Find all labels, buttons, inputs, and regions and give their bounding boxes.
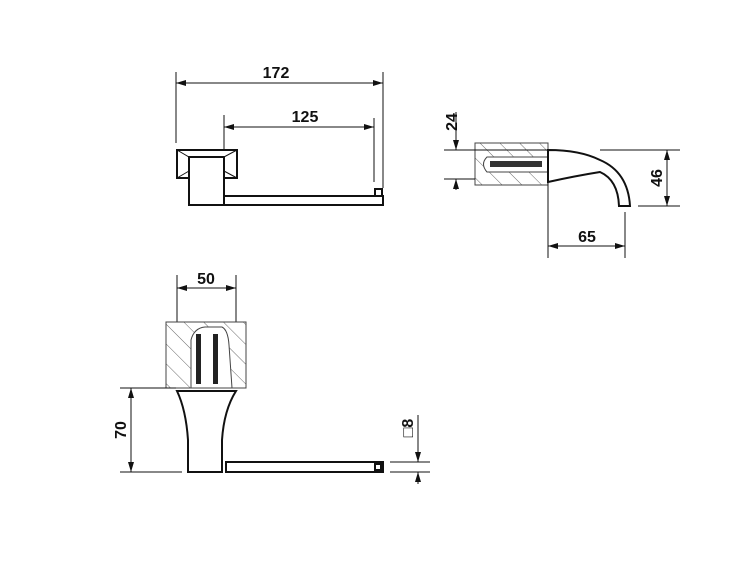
holder-body	[175, 390, 238, 473]
dimension-70: 70	[113, 387, 182, 473]
dimension-label-125: 125	[292, 109, 319, 126]
dimension-label-8: □8	[400, 419, 417, 438]
dimension-label-172: 172	[263, 65, 290, 82]
dimension-50: 50	[176, 271, 237, 322]
front-view: 50 70 □8	[113, 271, 430, 484]
dimension-65: 65	[547, 182, 626, 258]
dimension-label-65: 65	[578, 229, 596, 246]
dimension-label-46: 46	[649, 169, 666, 187]
dimension-label-24: 24	[444, 113, 461, 131]
dimension-46: 46	[600, 149, 680, 207]
top-view: 172 125	[175, 65, 384, 206]
dimension-172: 172	[175, 65, 384, 188]
dimension-8: □8	[390, 415, 430, 484]
spout-profile	[547, 148, 632, 207]
side-view: 24 46 65	[444, 112, 680, 258]
dimension-label-50: 50	[197, 271, 215, 288]
towel-bar	[225, 461, 384, 473]
dimension-125: 125	[223, 109, 375, 182]
holder-top-outline	[176, 149, 384, 206]
dimension-24: 24	[444, 112, 548, 190]
dimension-label-70: 70	[113, 421, 130, 439]
